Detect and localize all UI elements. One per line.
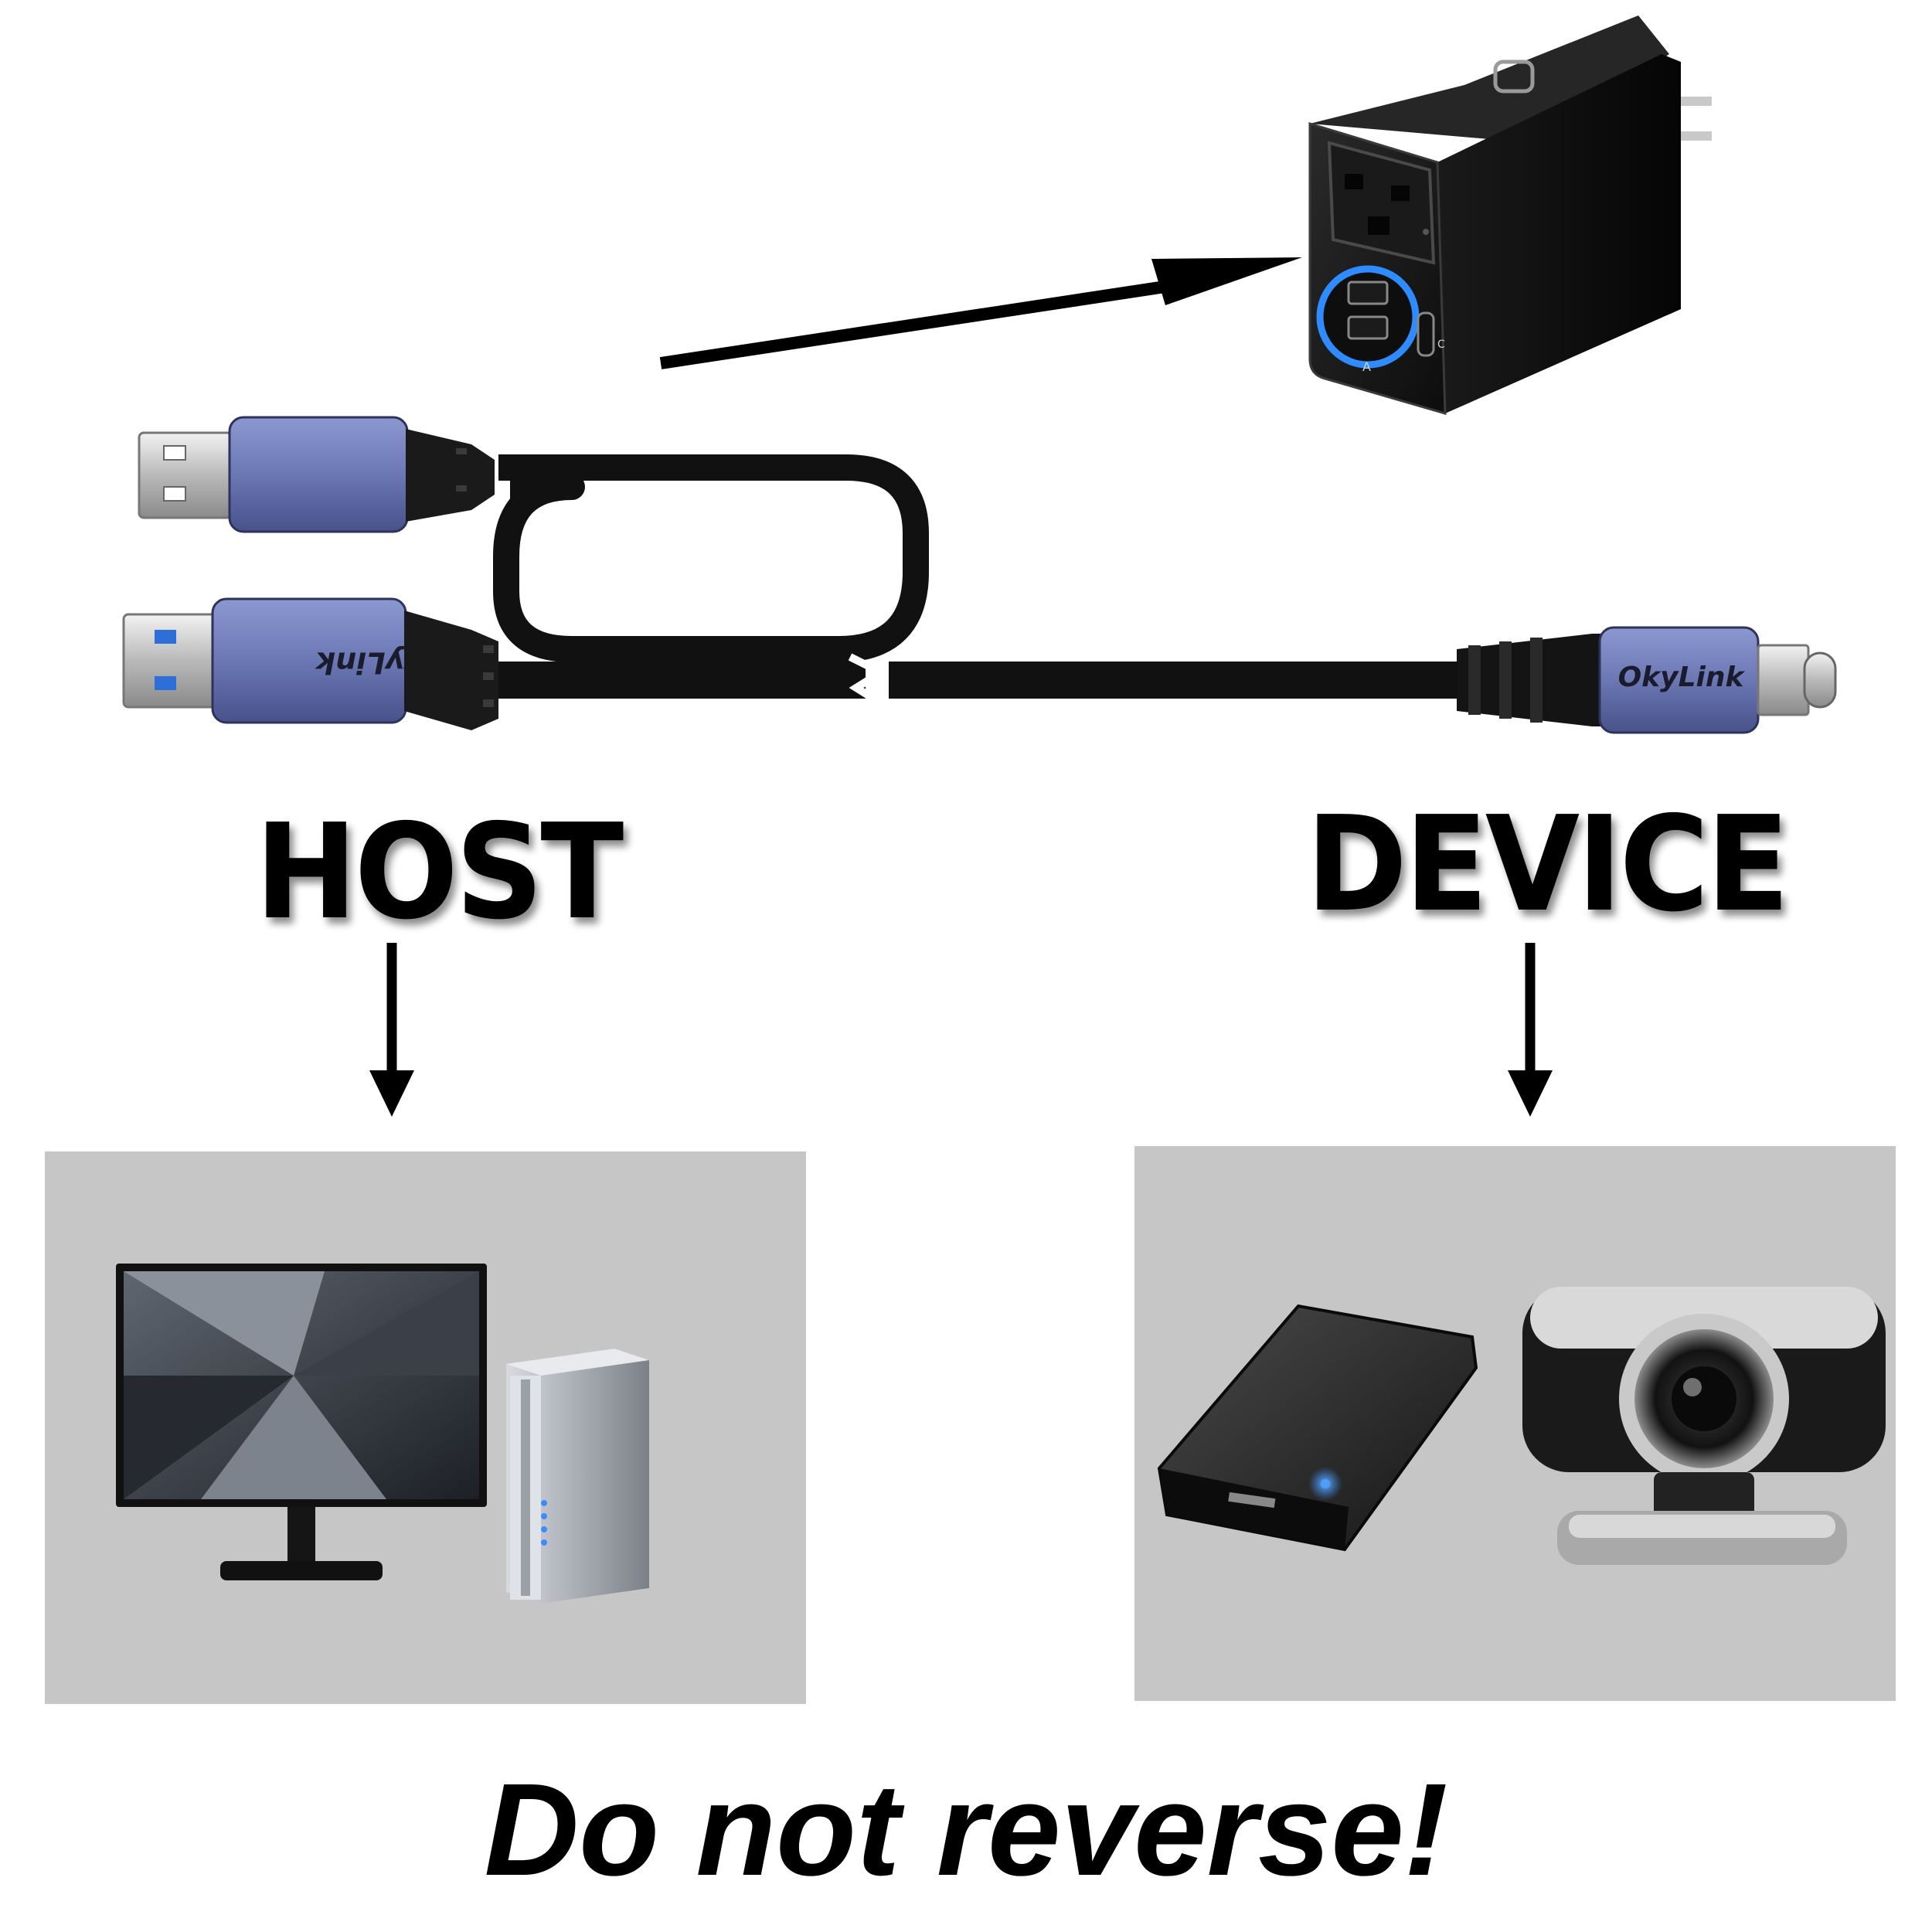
warning-text: Do not reverse!	[484, 1757, 1448, 1903]
device-panel	[1134, 1146, 1896, 1701]
brand-label-right: OkyLink	[1618, 662, 1746, 693]
host-label: HOST	[255, 796, 624, 949]
y-cable-illustration: OkyLink OkyLink	[122, 416, 1837, 734]
usb-a-power-connector	[138, 416, 495, 533]
usb-c-device-connector: OkyLink	[1457, 626, 1837, 734]
port-a-label: A	[1362, 359, 1371, 374]
usb-c-port: C	[1417, 311, 1445, 357]
monitor-icon	[116, 1264, 487, 1580]
external-drive-icon	[1157, 1304, 1478, 1552]
usb-a-ports: A	[1316, 265, 1420, 374]
port-c-label: C	[1437, 338, 1445, 351]
wall-charger-illustration: A C	[1308, 15, 1712, 416]
arrow-right-icon	[659, 257, 1302, 369]
arrow-down-icon-host	[369, 943, 414, 1117]
webcam-icon	[1522, 1287, 1886, 1565]
arrow-down-icon-device	[1508, 943, 1553, 1117]
charger-logo-icon	[1493, 60, 1535, 94]
device-label: DEVICE	[1306, 788, 1790, 941]
usb-a-host-connector: OkyLink	[122, 597, 498, 730]
host-panel	[45, 1151, 806, 1704]
desktop-tower-icon	[506, 1349, 649, 1604]
